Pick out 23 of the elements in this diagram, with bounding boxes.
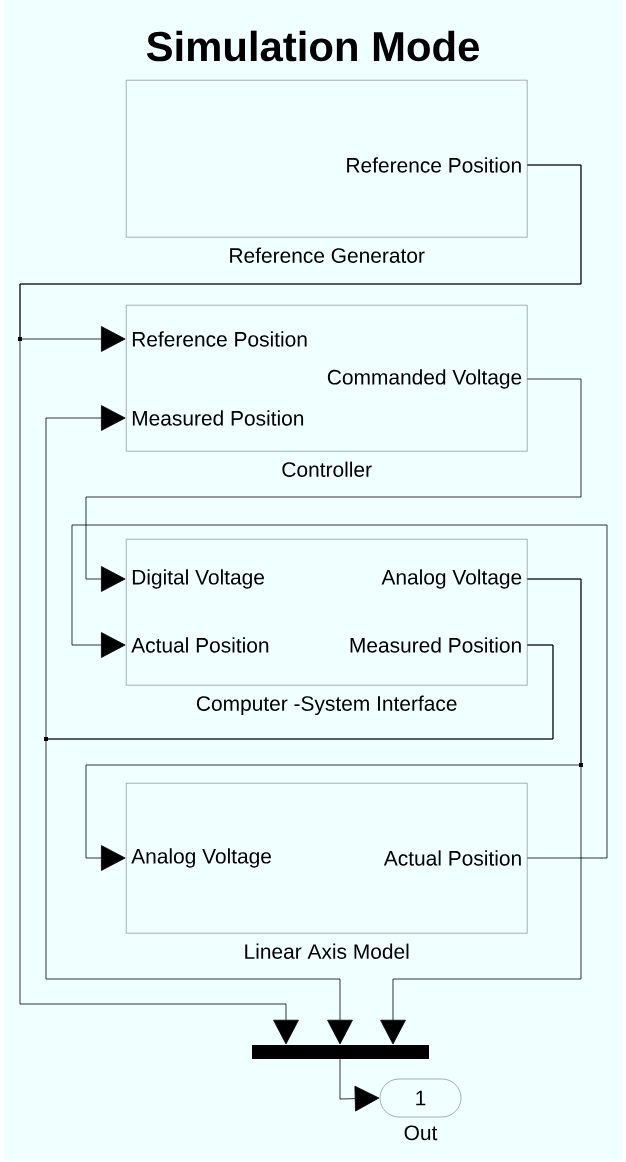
node-label: Controller <box>282 461 372 477</box>
outport: 1 Out <box>379 1078 462 1141</box>
title: Simulation Mode <box>146 30 479 62</box>
port-label: Commanded Voltage <box>327 369 522 389</box>
connector-arrow <box>339 1058 380 1112</box>
port-label: Measured Position <box>132 410 304 426</box>
port-label: Actual Position <box>383 850 521 866</box>
connector-arrow <box>19 164 582 1045</box>
node-label: Reference Generator <box>230 247 425 263</box>
node-label: Out <box>404 1125 438 1141</box>
connector-arrow <box>45 644 554 1045</box>
node-label: Computer -System Interface <box>196 695 457 716</box>
port-label: Measured Position <box>350 637 521 653</box>
port-label: Analog Voltage <box>131 848 271 868</box>
port-label: Reference Position <box>347 157 521 173</box>
port-label: Analog Voltage <box>381 569 522 589</box>
port-label: Reference Position <box>132 331 307 347</box>
port-label: Digital Voltage <box>132 569 264 589</box>
connector-arrow <box>85 378 582 592</box>
node-label: Linear Axis Model <box>245 943 409 959</box>
connector-arrow <box>380 578 582 1045</box>
connector-arrow <box>71 524 608 859</box>
port-label: Actual Position <box>131 637 269 653</box>
